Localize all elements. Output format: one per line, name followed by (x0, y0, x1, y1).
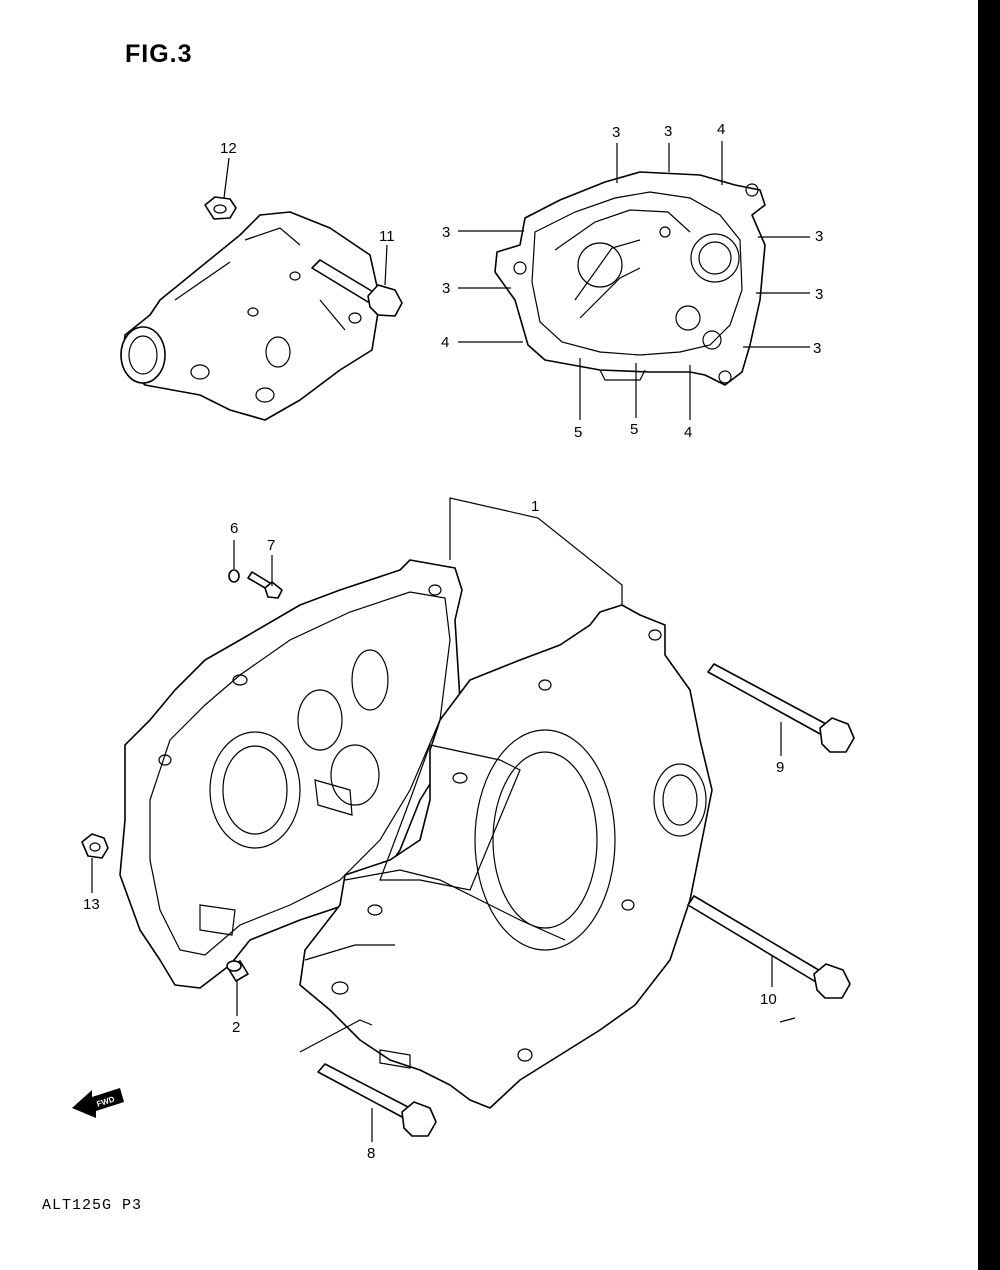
washer-nut-13 (81, 833, 109, 859)
callout-2: 2 (232, 1019, 240, 1036)
figure-footer: ALT125G P3 (42, 1197, 143, 1214)
callout-3-left-upper: 3 (442, 224, 450, 241)
oring-6 (228, 569, 240, 583)
leader-lines (91, 141, 810, 1142)
dowel-pin-2 (226, 960, 249, 982)
bolt-11 (311, 259, 403, 317)
callout-labels: 12 11 3 3 4 3 3 3 3 4 3 5 5 4 1 6 7 9 13… (83, 121, 823, 1162)
bolt-9 (707, 663, 855, 753)
oil-jet-7 (247, 571, 283, 599)
callout-3-top-left: 3 (612, 124, 620, 141)
crankcase-side-view (494, 171, 766, 386)
callout-5-left: 5 (574, 424, 582, 441)
nut-12 (204, 196, 237, 220)
callout-11: 11 (379, 228, 395, 245)
bolt-10 (687, 895, 851, 999)
callout-12: 12 (220, 140, 237, 157)
callout-5-right: 5 (630, 421, 638, 438)
crankcase-right-half (299, 604, 713, 1109)
callout-6: 6 (230, 520, 238, 537)
callout-13: 13 (83, 896, 100, 913)
callout-4-top: 4 (717, 121, 725, 138)
bolt-8 (317, 1063, 437, 1137)
callout-3-right-upper: 3 (815, 228, 823, 245)
callout-4-bottom: 4 (684, 424, 692, 441)
callout-9: 9 (776, 759, 784, 776)
callout-1: 1 (531, 498, 539, 515)
callout-3-top: 3 (664, 123, 672, 140)
scan-edge (978, 0, 1000, 1270)
callout-3-right-lower: 3 (813, 340, 821, 357)
gear-case-cover (120, 211, 381, 421)
callout-10: 10 (760, 991, 777, 1008)
fwd-arrow-icon: FWD (72, 1088, 124, 1118)
figure-title: FIG.3 (125, 40, 193, 68)
callout-7: 7 (267, 537, 275, 554)
callout-8: 8 (367, 1145, 375, 1162)
callout-3-left-middle: 3 (442, 280, 450, 297)
callout-3-right-middle: 3 (815, 286, 823, 303)
callout-4-left: 4 (441, 334, 449, 351)
